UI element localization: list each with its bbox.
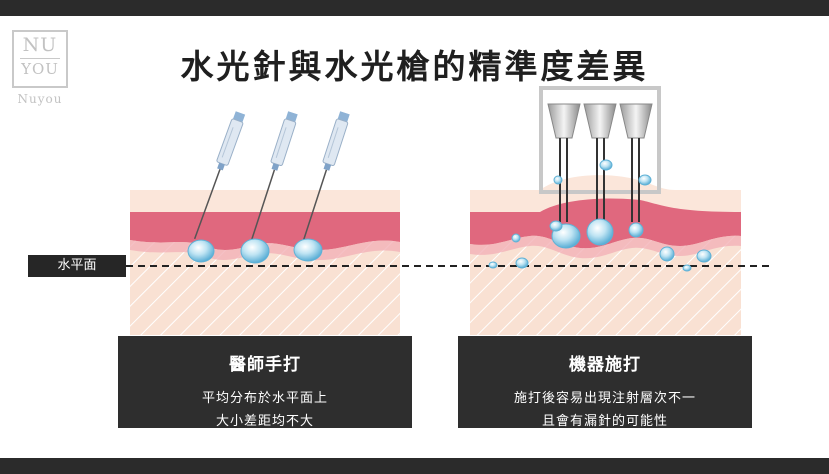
droplet-icon (240, 238, 270, 264)
right-card-line: 施打後容易出現注射層次不一 (513, 391, 696, 406)
droplet-icon (696, 249, 712, 263)
droplet-icon (549, 220, 563, 232)
droplet-icon (659, 246, 675, 262)
syringe-icon (302, 111, 350, 241)
droplet-icon (511, 233, 521, 243)
droplet-icon (586, 218, 614, 246)
logo-line-2: YOU (20, 58, 60, 78)
droplet-icon (599, 159, 613, 171)
water-level-label: 水平面 (28, 255, 126, 277)
left-caption-card: 醫師手打 平均分布於水平面上 大小差距均不大 (118, 336, 412, 429)
logo-line-1: NU (22, 34, 58, 56)
syringe-icon (250, 111, 298, 241)
syringe-icon (193, 111, 246, 240)
droplet-icon (187, 239, 215, 263)
droplet-icon (638, 174, 652, 186)
droplet-icon (628, 222, 644, 238)
droplet-icon (553, 175, 563, 185)
brand-logo: NU YOU (12, 30, 68, 88)
right-card-line: 且會有漏針的可能性 (541, 414, 668, 429)
droplet-icon (515, 257, 529, 269)
left-skin-block (130, 190, 400, 335)
droplet-icon (488, 261, 498, 269)
left-card-line: 平均分布於水平面上 (201, 391, 328, 406)
page-title: 水光針與水光槍的精準度差異 (180, 47, 649, 86)
left-card-title: 醫師手打 (229, 355, 301, 375)
droplet-icon (682, 264, 692, 272)
left-card-line: 大小差距均不大 (215, 414, 314, 429)
top-bar (0, 0, 829, 16)
droplet-icon (293, 238, 323, 262)
injection-gun-icon (539, 86, 661, 222)
right-card-title: 機器施打 (569, 355, 641, 375)
bottom-bar (0, 458, 829, 474)
right-caption-card: 機器施打 施打後容易出現注射層次不一 且會有漏針的可能性 (458, 336, 752, 429)
logo-wordmark: Nuyou (17, 92, 63, 106)
